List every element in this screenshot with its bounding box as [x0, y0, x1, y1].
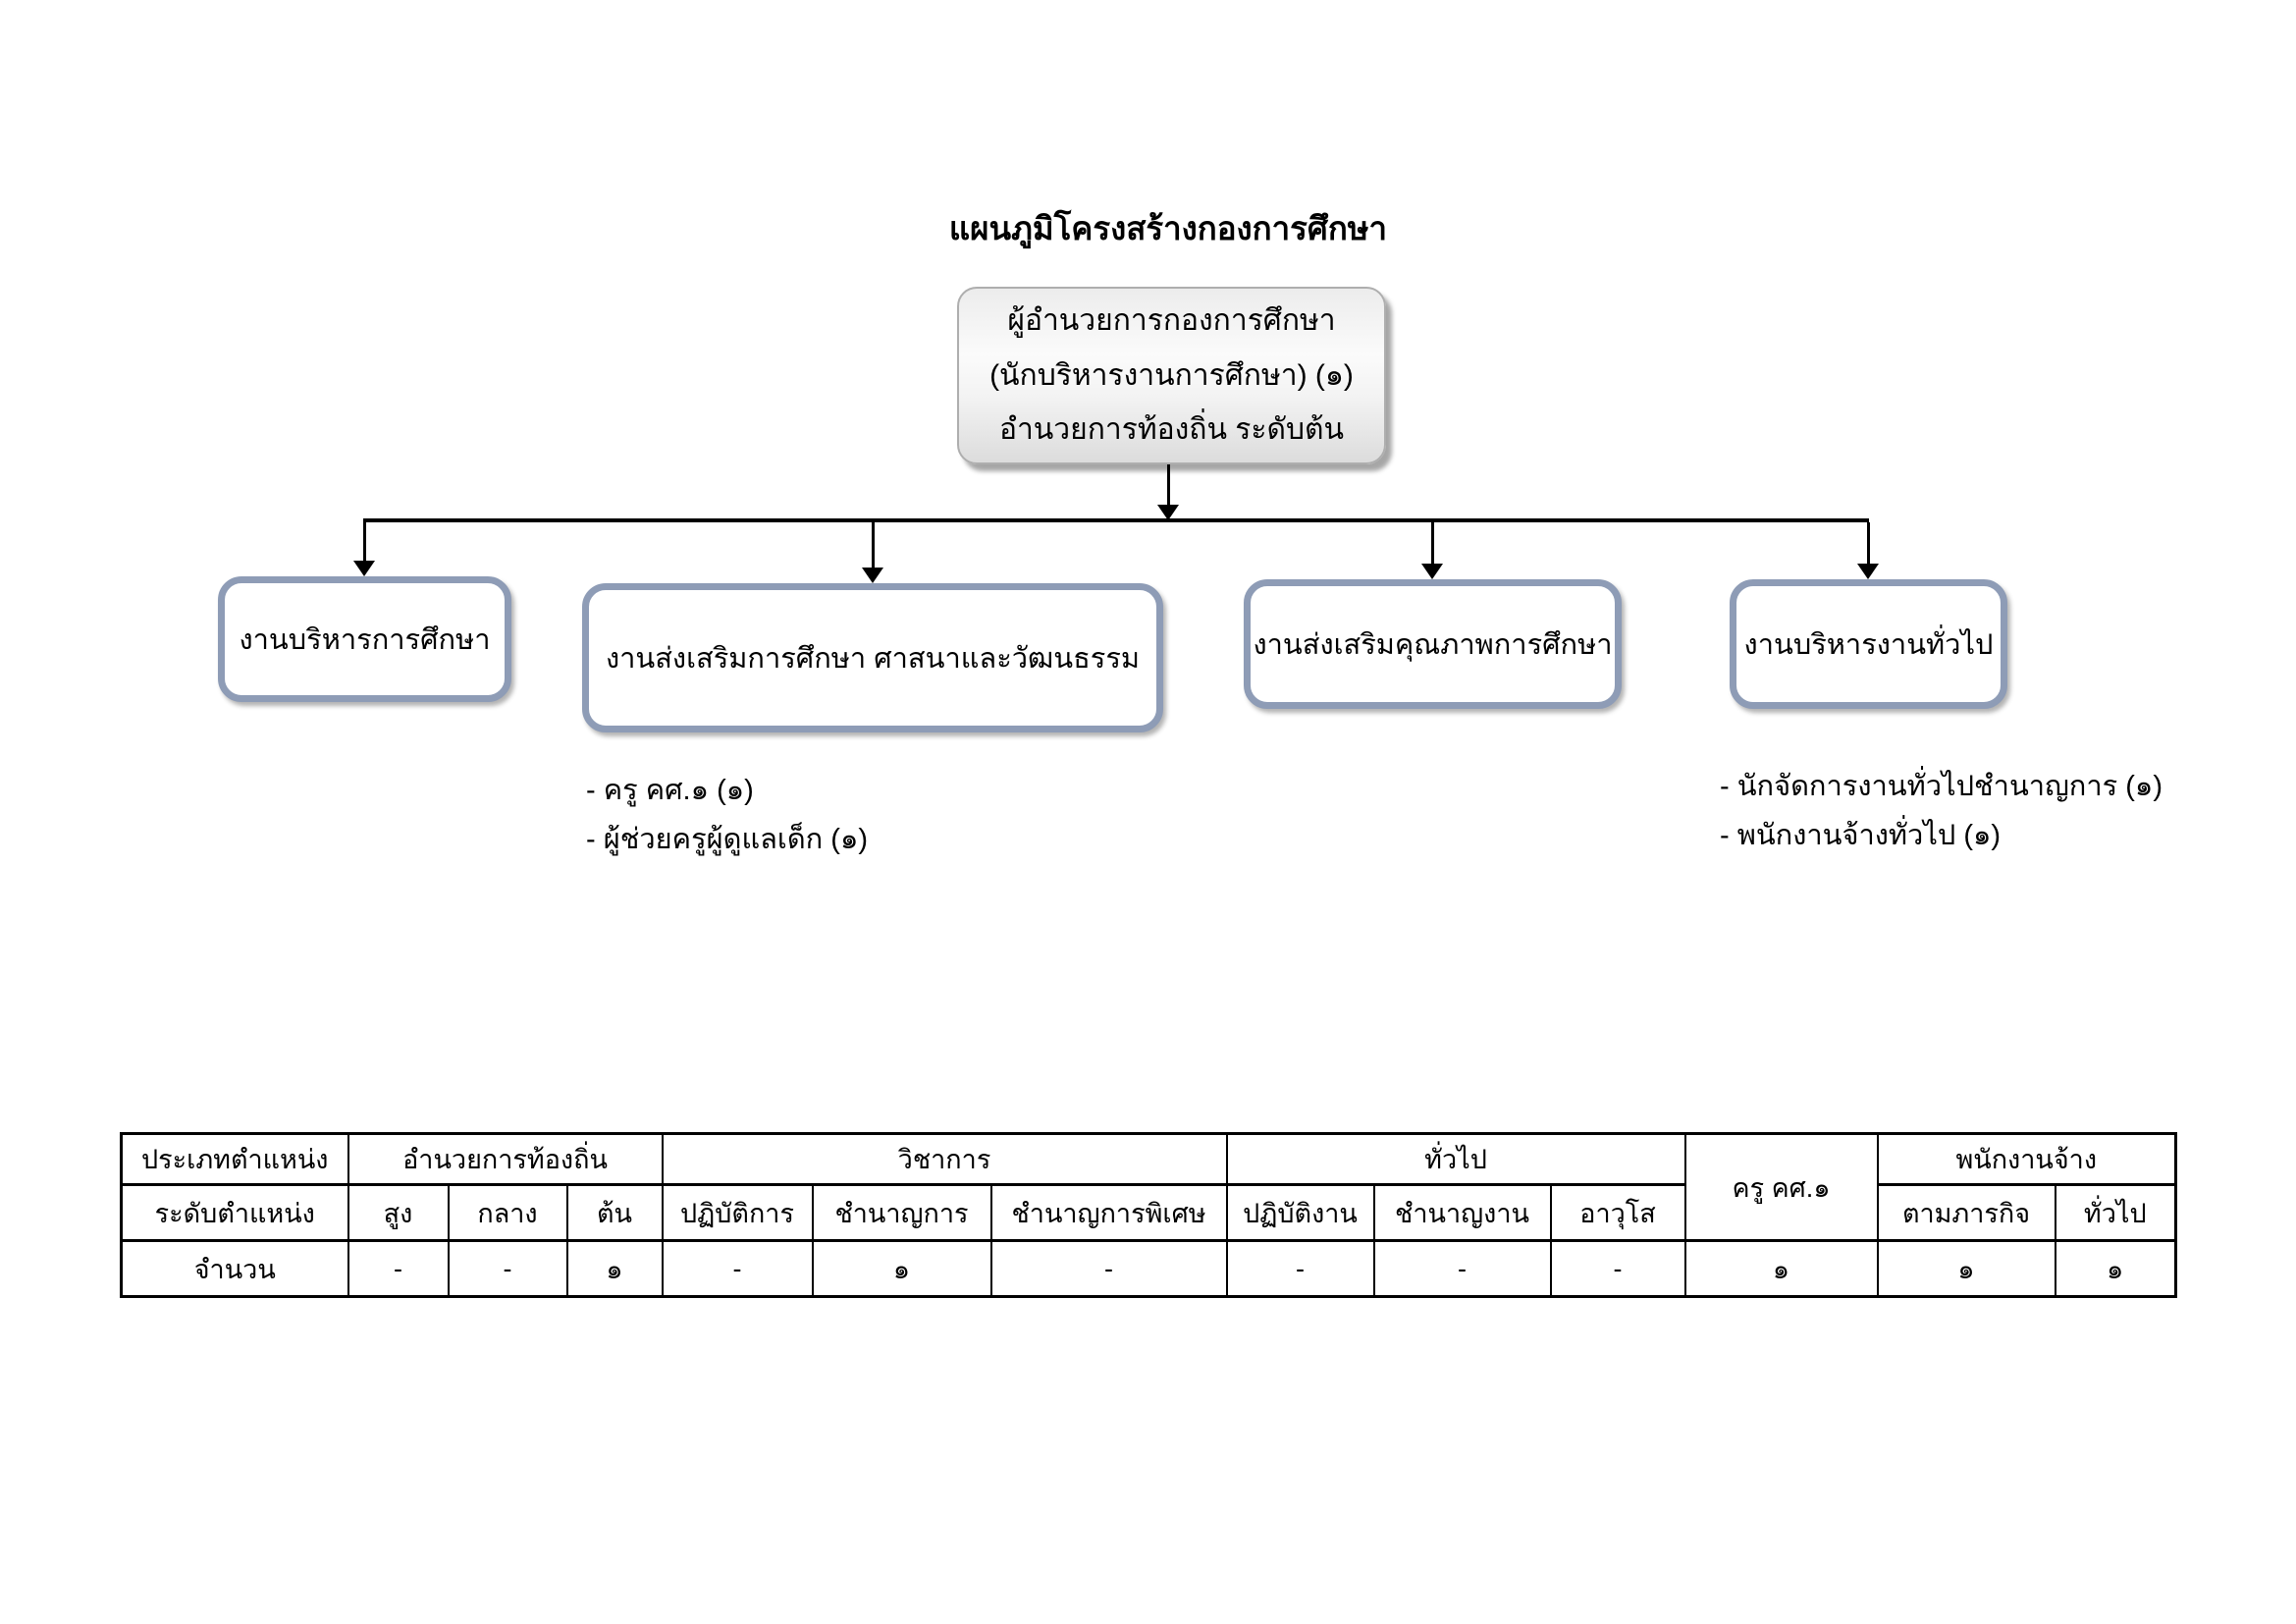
- position-summary-table: ประเภทตำแหน่ง อำนวยการท้องถิ่น วิชาการ ท…: [120, 1132, 2177, 1298]
- staff-list-item: - พนักงานจ้างทั่วไป (๑): [1720, 820, 2002, 851]
- table-row-position-level: ระดับตำแหน่ง สูง กลาง ต้น ปฏิบัติการ ชำน…: [120, 1183, 2177, 1242]
- header-position-type: ประเภทตำแหน่ง: [120, 1132, 349, 1186]
- count-cell: -: [347, 1239, 450, 1298]
- count-cell: ๑: [565, 1239, 664, 1298]
- count-cell: ๑: [1876, 1239, 2056, 1298]
- root-box-line-2: (นักบริหารงานการศึกษา) (๑): [989, 358, 1354, 392]
- page-title: แผนภูมิโครงสร้างกองการศึกษา: [948, 210, 1388, 246]
- staff-list-education-promotion: - ครู คศ.๑ (๑) - ผู้ช่วยครูผู้ดูแลเด็ก (…: [586, 766, 868, 864]
- group-header-employee: พนักงานจ้าง: [1876, 1132, 2177, 1186]
- level-cell: ต้น: [565, 1183, 664, 1242]
- count-cell: -: [989, 1239, 1228, 1298]
- connector-drop-line-2: [872, 522, 875, 568]
- staff-list-general-admin: - นักจัดการงานทั่วไปชำนาญการ (๑) - พนักง…: [1720, 762, 2163, 860]
- connector-drop-arrowhead-3-icon: [1421, 564, 1443, 579]
- child-box-label: งานบริหารการศึกษา: [239, 624, 491, 656]
- count-cell: -: [661, 1239, 814, 1298]
- level-cell: สูง: [347, 1183, 450, 1242]
- level-cell: ทั่วไป: [2054, 1183, 2177, 1242]
- connector-drop-arrowhead-1-icon: [353, 561, 375, 576]
- child-box-education-quality-promotion: งานส่งเสริมคุณภาพการศึกษา: [1244, 579, 1622, 709]
- connector-drop-arrowhead-2-icon: [862, 568, 883, 583]
- connector-trunk-line: [1167, 464, 1170, 505]
- table-row-count: จำนวน - - ๑ - ๑ - - - - ๑ ๑ ๑: [120, 1239, 2177, 1298]
- child-box-label: งานบริหารงานทั่วไป: [1743, 629, 1994, 661]
- child-box-label: งานส่งเสริมคุณภาพการศึกษา: [1253, 629, 1613, 661]
- connector-drop-line-4: [1867, 522, 1870, 564]
- group-header-general: ทั่วไป: [1225, 1132, 1686, 1186]
- connector-drop-line-3: [1431, 522, 1434, 564]
- level-cell: ปฏิบัติการ: [661, 1183, 814, 1242]
- root-box-line-3: อำนวยการท้องถิ่น ระดับต้น: [998, 413, 1345, 447]
- count-cell: ๑: [811, 1239, 992, 1298]
- header-count: จำนวน: [120, 1239, 349, 1298]
- count-cell: ๑: [1683, 1239, 1879, 1298]
- level-cell: ปฏิบัติงาน: [1225, 1183, 1375, 1242]
- root-box-line-1: ผู้อำนวยการกองการศึกษา: [1007, 304, 1336, 338]
- child-box-general-administration: งานบริหารงานทั่วไป: [1730, 579, 2007, 709]
- group-header-local-administration: อำนวยการท้องถิ่น: [347, 1132, 664, 1186]
- table-row-position-type: ประเภทตำแหน่ง อำนวยการท้องถิ่น วิชาการ ท…: [120, 1132, 2177, 1242]
- child-box-education-administration: งานบริหารการศึกษา: [218, 576, 511, 702]
- level-cell: ชำนาญการพิเศษ: [989, 1183, 1228, 1242]
- level-cell: กลาง: [447, 1183, 568, 1242]
- group-header-teacher: ครู คศ.๑: [1683, 1132, 1879, 1242]
- count-cell: -: [1372, 1239, 1552, 1298]
- count-cell: -: [1225, 1239, 1375, 1298]
- group-header-academic: วิชาการ: [661, 1132, 1228, 1186]
- count-cell: ๑: [2054, 1239, 2177, 1298]
- connector-drop-arrowhead-4-icon: [1857, 564, 1879, 579]
- count-cell: -: [447, 1239, 568, 1298]
- child-box-education-religion-culture-promotion: งานส่งเสริมการศึกษา ศาสนาและวัฒนธรรม: [582, 583, 1163, 732]
- connector-horizontal-line: [363, 518, 1869, 522]
- count-cell: -: [1549, 1239, 1686, 1298]
- staff-list-item: - ครู คศ.๑ (๑): [586, 775, 754, 806]
- root-box-director: ผู้อำนวยการกองการศึกษา (นักบริหารงานการศ…: [957, 287, 1386, 464]
- level-cell: ตามภารกิจ: [1876, 1183, 2056, 1242]
- level-cell: ชำนาญการ: [811, 1183, 992, 1242]
- connector-drop-line-1: [363, 522, 366, 562]
- level-cell: อาวุโส: [1549, 1183, 1686, 1242]
- staff-list-item: - นักจัดการงานทั่วไปชำนาญการ (๑): [1720, 771, 2163, 802]
- staff-list-item: - ผู้ช่วยครูผู้ดูแลเด็ก (๑): [586, 824, 869, 855]
- child-box-label: งานส่งเสริมการศึกษา ศาสนาและวัฒนธรรม: [605, 643, 1141, 675]
- header-position-level: ระดับตำแหน่ง: [120, 1183, 349, 1242]
- level-cell: ชำนาญงาน: [1372, 1183, 1552, 1242]
- connector-trunk-arrowhead-icon: [1157, 505, 1179, 520]
